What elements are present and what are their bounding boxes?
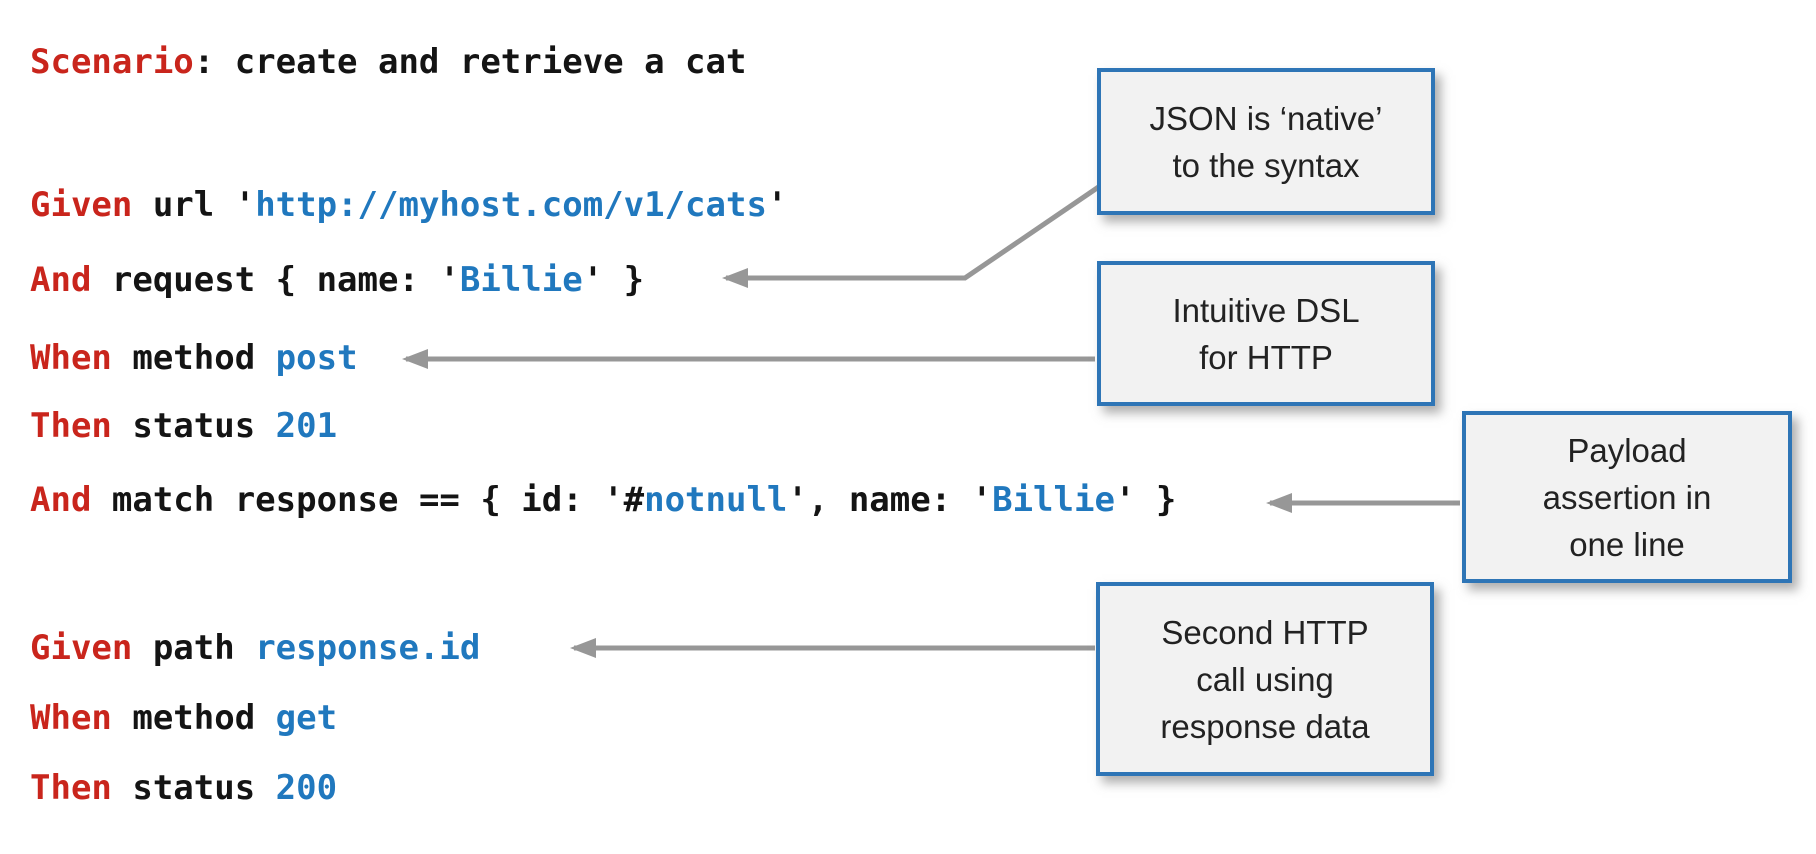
code-text: status — [111, 406, 276, 446]
callout-text-line: JSON is ‘native’ — [1149, 99, 1383, 137]
callout-text-line: response data — [1160, 707, 1370, 745]
string-value: Billie — [992, 480, 1115, 520]
code-line-then-201: Then status 201 — [30, 406, 337, 446]
code-text: path — [132, 628, 256, 668]
url-value: http://myhost.com/v1/cats — [255, 185, 767, 225]
code-text: request { name: ' — [91, 260, 460, 300]
code-line-and-request: And request { name: 'Billie' } — [30, 260, 644, 300]
code-text: ' — [766, 185, 788, 225]
callout-second-call: Second HTTP call using response data — [1096, 582, 1434, 776]
gherkin-keyword: Then — [30, 768, 112, 808]
code-line-scenario: Scenario: create and retrieve a cat — [30, 42, 746, 82]
code-text: ' } — [1114, 480, 1177, 520]
callout-json-native: JSON is ‘native’ to the syntax — [1097, 68, 1435, 215]
code-line-then-200: Then status 200 — [30, 768, 337, 808]
code-text: ', name: ' — [787, 480, 993, 520]
callout-text-line: Intuitive DSL — [1172, 291, 1360, 329]
callout-text-line: Second HTTP — [1161, 613, 1369, 651]
code-text: status — [111, 768, 276, 808]
gherkin-keyword: When — [30, 338, 112, 378]
path-value: response.id — [255, 628, 481, 668]
code-text: method — [111, 698, 276, 738]
method-value: post — [275, 338, 358, 378]
callout-text-line: assertion in — [1542, 478, 1712, 516]
code-text: match response == { id: '# — [91, 480, 645, 520]
callout-intuitive-dsl: Intuitive DSL for HTTP — [1097, 261, 1435, 406]
callout-text-line: to the syntax — [1172, 146, 1360, 184]
code-line-given-url: Given url 'http://myhost.com/v1/cats' — [30, 185, 787, 225]
callout-text-line: one line — [1569, 525, 1685, 563]
status-value: 201 — [275, 406, 338, 446]
gherkin-keyword: And — [30, 480, 92, 520]
gherkin-keyword: Given — [30, 185, 133, 225]
code-line-and-match: And match response == { id: '#notnull', … — [30, 480, 1176, 520]
callout-text-line: Payload — [1567, 431, 1687, 469]
method-value: get — [275, 698, 338, 738]
callout-text-line: for HTTP — [1199, 338, 1333, 376]
gherkin-keyword: And — [30, 260, 92, 300]
gherkin-keyword: Scenario — [30, 42, 194, 82]
code-text: url ' — [132, 185, 256, 225]
code-text: : create and retrieve a cat — [193, 42, 747, 82]
code-line-when-get: When method get — [30, 698, 337, 738]
code-line-given-path: Given path response.id — [30, 628, 480, 668]
marker-value: notnull — [644, 480, 788, 520]
code-text: ' } — [582, 260, 645, 300]
code-line-when-post: When method post — [30, 338, 358, 378]
gherkin-keyword: When — [30, 698, 112, 738]
gherkin-keyword: Then — [30, 406, 112, 446]
callout-text-line: call using — [1196, 660, 1334, 698]
code-text: method — [111, 338, 276, 378]
status-value: 200 — [275, 768, 338, 808]
callout-payload-assertion: Payload assertion in one line — [1462, 411, 1792, 583]
gherkin-keyword: Given — [30, 628, 133, 668]
string-value: Billie — [459, 260, 583, 300]
